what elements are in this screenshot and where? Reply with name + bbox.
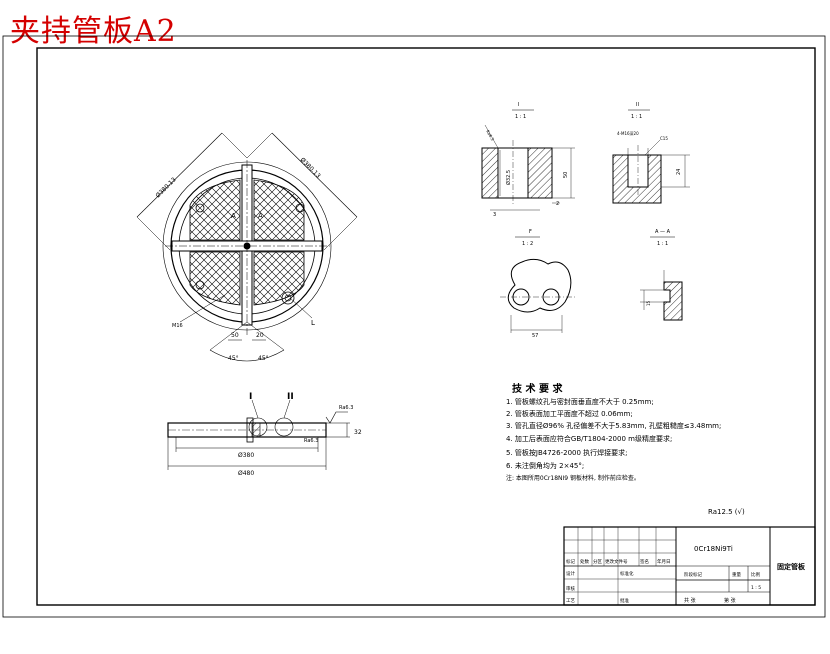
section-aa-scale: 1 : 1	[657, 241, 668, 247]
col-label-date: 年月日	[657, 558, 671, 565]
view-f-shape	[500, 258, 575, 333]
inner-frame	[36, 47, 816, 606]
dim-overall-dia: Ø480	[238, 470, 254, 477]
col-label-mark: 标记	[566, 558, 575, 565]
dim-width-b: 20	[256, 332, 264, 339]
tech-item: 1. 管板螺纹孔与密封面垂直度不大于 0.25mm;	[506, 397, 654, 406]
marker-l: L	[311, 319, 315, 327]
dim-hole-top: Ø32.5	[505, 170, 512, 185]
detail-1-name: I	[518, 102, 519, 108]
side-view	[167, 399, 350, 470]
part-name: 固定管板	[777, 562, 806, 571]
roughness-side: Ra6.3	[485, 129, 495, 142]
dim-dia-right: Ø380.13	[299, 156, 322, 179]
dim-3: 3	[493, 212, 496, 218]
roughness-right: Ra6.3	[304, 438, 318, 444]
page-title: 夹持管板A2	[10, 14, 177, 49]
tech-heading: 技 术 要 求	[512, 382, 563, 395]
title-block	[563, 526, 816, 606]
tech-item: 5. 管板按JB4726-2000 执行焊接要求;	[506, 448, 628, 457]
row-design: 设计	[566, 570, 575, 577]
dim-width-a: 50	[231, 332, 239, 339]
tech-item: 6. 未注倒角均为 2×45°;	[506, 461, 584, 470]
detail-2-scale: 1 : 1	[631, 114, 642, 120]
ratio-value: 1 : 5	[751, 585, 761, 591]
weight-label: 重量	[732, 571, 741, 578]
mark-m16: M16	[172, 323, 183, 329]
sheet-no: 第 张	[724, 597, 736, 604]
dim-dia-left: Ø380.13	[154, 176, 177, 199]
tech-item: 4. 加工后表面应符合GB/T1804-2000 m级精度要求;	[506, 434, 672, 443]
detail-1-scale: 1 : 1	[515, 114, 526, 120]
dim-15: 15	[646, 300, 651, 306]
bolt-label: 4-M16深20	[617, 130, 639, 136]
tech-list: 1. 管板螺纹孔与密封面垂直度不大于 0.25mm; 2. 管板表面加工平面度不…	[506, 397, 721, 482]
row-process: 工艺	[566, 598, 575, 604]
marker-a2: A	[258, 212, 263, 220]
outer-frame	[2, 35, 826, 618]
tech-item: 注: 本图所用0Cr18NI9 钢板材料, 制作前应检查。	[506, 474, 640, 482]
col-label-zone: 分区	[593, 558, 602, 565]
section-aa-name: A — A	[655, 229, 671, 235]
view-f-scale: 1 : 2	[522, 241, 533, 247]
dim-24: 24	[676, 169, 682, 175]
tech-item: 2. 管板表面加工平面度不超过 0.06mm;	[506, 409, 633, 418]
marker-a1: A	[231, 212, 236, 220]
dim-inner-dia: Ø380	[238, 452, 254, 459]
col-label-sign: 签名	[640, 558, 649, 565]
tech-item: 3. 管孔直径Ø96% 孔径偏差不大于5.83mm, 孔壁粗糙度≤3.48mm;	[506, 421, 721, 430]
col-label-count: 处数	[580, 558, 589, 565]
ratio-label: 比例	[751, 571, 760, 578]
thread-c15: C15	[660, 136, 668, 141]
section-label-i: I	[249, 392, 252, 402]
col-label-doc: 更改文件号	[605, 558, 628, 565]
view-f-name: F	[529, 229, 532, 235]
detail-1-view	[481, 124, 575, 211]
dim-2: 2	[556, 201, 559, 207]
dim-height-50: 50	[563, 172, 569, 178]
detail-2-view	[612, 139, 690, 204]
material-label: 0Cr18Ni9Ti	[694, 545, 733, 553]
row-check: 审核	[566, 585, 575, 592]
row-std: 标准化	[620, 570, 634, 577]
dim-57: 57	[532, 333, 538, 339]
dim-angle-left: 45°	[228, 355, 239, 362]
main-plate-view	[136, 132, 358, 362]
surface-note: Ra12.5 (√)	[708, 508, 745, 516]
dim-thickness: 32	[354, 429, 362, 436]
section-aa-view	[640, 270, 683, 321]
roughness-top: Ra6.3	[339, 405, 353, 411]
stage-label: 阶段标记	[684, 571, 702, 578]
row-approve: 批准	[620, 597, 629, 604]
detail-2-name: II	[636, 102, 639, 108]
dim-angle-right: 45°	[258, 355, 269, 362]
section-label-ii: II	[287, 392, 294, 402]
sheet-total: 共 张	[684, 597, 696, 604]
